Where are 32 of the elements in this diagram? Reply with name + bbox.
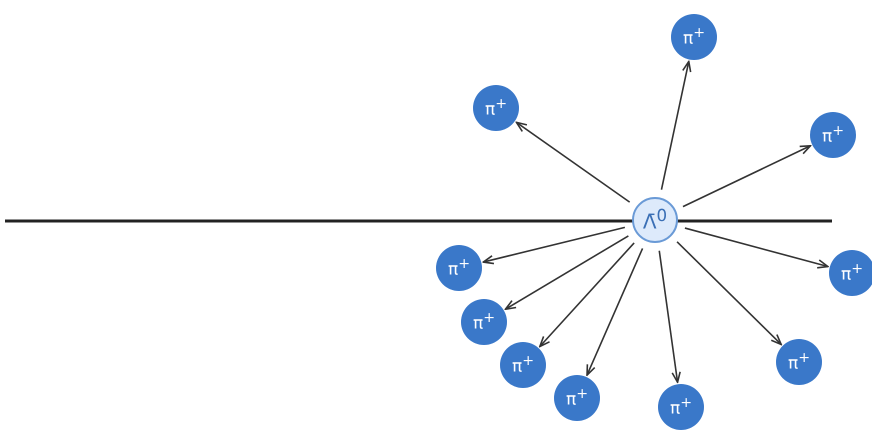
particle-symbol: π$^{+}$: [840, 262, 864, 284]
particle-symbol: π$^{+}$: [670, 396, 692, 418]
particle-symbol: π$^{+}$: [484, 97, 508, 119]
arrow: [539, 242, 635, 348]
particle-symbol: π$^{+}$: [448, 257, 470, 279]
particle-symbol: π$^{+}$: [682, 26, 706, 48]
particle-symbol: π$^{+}$: [512, 354, 534, 376]
pion-circle: [500, 342, 546, 388]
pion-circle: [829, 250, 872, 296]
arrow: [516, 122, 630, 203]
arrow: [682, 144, 812, 208]
particle-symbol: π$^{+}$: [472, 311, 496, 333]
pion-circle: [554, 375, 600, 421]
arrow: [676, 241, 782, 346]
pion-circle: [461, 299, 507, 345]
arrow: [482, 226, 626, 264]
arrow: [504, 235, 629, 310]
arrow: [660, 60, 692, 190]
arrow: [684, 227, 829, 269]
pion-circle: [810, 112, 856, 158]
pion-circle: [473, 85, 519, 131]
pion-circle: [671, 14, 717, 60]
pion-circle: [658, 384, 704, 430]
pion-circle: [436, 245, 482, 291]
particle-symbol: π$^{+}$: [566, 387, 588, 409]
arrow: [586, 248, 644, 376]
particle-symbol: Λ̄$^{0}$: [642, 208, 668, 232]
particle-symbol: π$^{+}$: [822, 124, 844, 146]
particle-symbol: π$^{+}$: [788, 351, 810, 373]
particle-circle: [632, 197, 678, 243]
arrow: [658, 250, 681, 384]
pion-circle: [776, 339, 822, 385]
